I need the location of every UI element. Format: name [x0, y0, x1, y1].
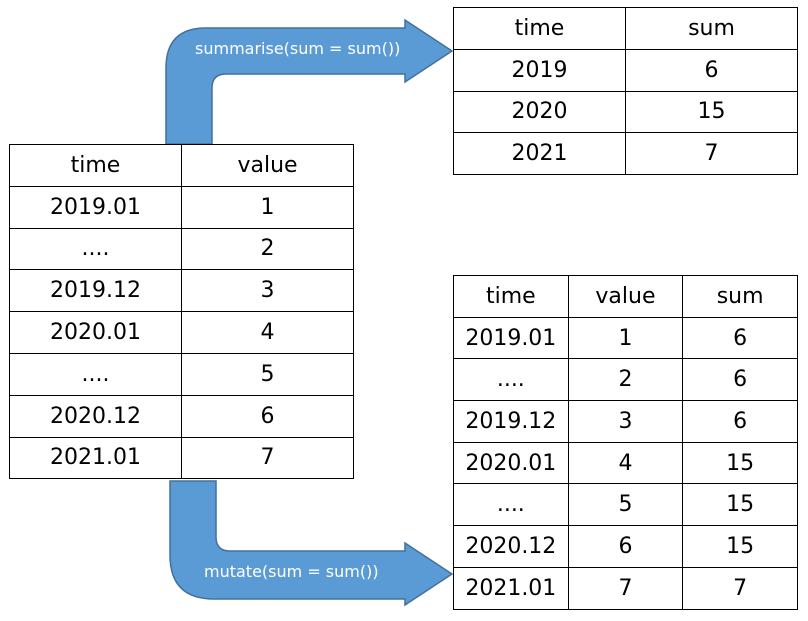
source-table-body: time value 2019.01 1 .... 2 2019.12 3 20…: [9, 144, 354, 480]
cell-time: 2020: [453, 90, 626, 134]
mutate-table: time value sum 2019.01 1 6 .... 2 6 2019…: [453, 275, 798, 610]
cell-time: 2020.12: [453, 525, 569, 568]
table-row: .... 2 6: [453, 358, 798, 402]
cell-value: 3: [181, 269, 354, 313]
cell-time: 2020.12: [9, 394, 182, 438]
cell-value: 7: [181, 436, 354, 480]
mutate-arrow-label: mutate(sum = sum()): [204, 562, 379, 581]
table-row: 2021 7: [453, 132, 798, 176]
header-time: time: [453, 275, 569, 318]
cell-time: 2021.01: [453, 566, 569, 610]
cell-sum: 15: [682, 483, 798, 527]
cell-value: 7: [567, 566, 684, 610]
cell-sum: 6: [625, 48, 798, 92]
cell-time: 2020.01: [9, 311, 182, 354]
table-row: .... 5 15: [453, 483, 798, 527]
cell-value: 6: [567, 525, 684, 568]
cell-value: 6: [181, 394, 354, 438]
table-row: 2019.12 3 6: [453, 400, 798, 443]
cell-time: 2020.01: [453, 441, 569, 485]
cell-sum: 6: [682, 400, 798, 443]
table-row: 2020.01 4 15: [453, 441, 798, 485]
cell-sum: 15: [625, 90, 798, 134]
table-row: 2021.01 7: [9, 436, 354, 480]
cell-sum: 15: [682, 525, 798, 568]
cell-value: 5: [181, 352, 354, 396]
cell-value: 2: [181, 227, 354, 271]
summarise-arrow: [165, 18, 454, 145]
table-row: 2021.01 7 7: [453, 566, 798, 610]
cell-value: 5: [567, 483, 684, 527]
cell-time: ....: [9, 352, 182, 396]
cell-time: 2019: [453, 48, 626, 92]
cell-time: ....: [453, 483, 569, 527]
cell-time: ....: [453, 358, 569, 402]
table-row: .... 2: [9, 227, 354, 271]
summarise-table: time sum 2019 6 2020 15 2021 7: [453, 7, 798, 176]
mutate-arrow: [169, 480, 454, 607]
cell-value: 4: [567, 441, 684, 485]
cell-time: 2019.12: [9, 269, 182, 313]
table-row: 2020.12 6 15: [453, 525, 798, 568]
header-sum: sum: [625, 7, 798, 50]
header-sum: sum: [682, 275, 798, 318]
mutate-table-body: time value sum 2019.01 1 6 .... 2 6 2019…: [453, 275, 798, 610]
table-header-row: time value: [9, 144, 354, 187]
header-time: time: [9, 144, 182, 187]
source-table: time value 2019.01 1 .... 2 2019.12 3 20…: [9, 144, 354, 480]
cell-time: 2019.01: [9, 185, 182, 229]
header-value: value: [567, 275, 684, 318]
cell-time: ....: [9, 227, 182, 271]
cell-value: 4: [181, 311, 354, 354]
summarise-arrow-label: summarise(sum = sum()): [195, 39, 401, 58]
table-row: 2019.01 1 6: [453, 316, 798, 360]
cell-sum: 6: [682, 358, 798, 402]
cell-time: 2021: [453, 132, 626, 176]
table-row: 2019.12 3: [9, 269, 354, 313]
table-header-row: time value sum: [453, 275, 798, 318]
header-value: value: [181, 144, 354, 187]
table-row: 2019 6: [453, 48, 798, 92]
cell-time: 2021.01: [9, 436, 182, 480]
table-row: .... 5: [9, 352, 354, 396]
cell-value: 1: [567, 316, 684, 360]
cell-value: 3: [567, 400, 684, 443]
table-row: 2020.01 4: [9, 311, 354, 354]
cell-sum: 7: [682, 566, 798, 610]
table-row: 2020.12 6: [9, 394, 354, 438]
cell-sum: 7: [625, 132, 798, 176]
summarise-table-body: time sum 2019 6 2020 15 2021 7: [453, 7, 798, 176]
table-header-row: time sum: [453, 7, 798, 50]
table-row: 2019.01 1: [9, 185, 354, 229]
cell-sum: 6: [682, 316, 798, 360]
cell-value: 1: [181, 185, 354, 229]
cell-time: 2019.01: [453, 316, 569, 360]
header-time: time: [453, 7, 626, 50]
table-row: 2020 15: [453, 90, 798, 134]
cell-value: 2: [567, 358, 684, 402]
cell-sum: 15: [682, 441, 798, 485]
cell-time: 2019.12: [453, 400, 569, 443]
